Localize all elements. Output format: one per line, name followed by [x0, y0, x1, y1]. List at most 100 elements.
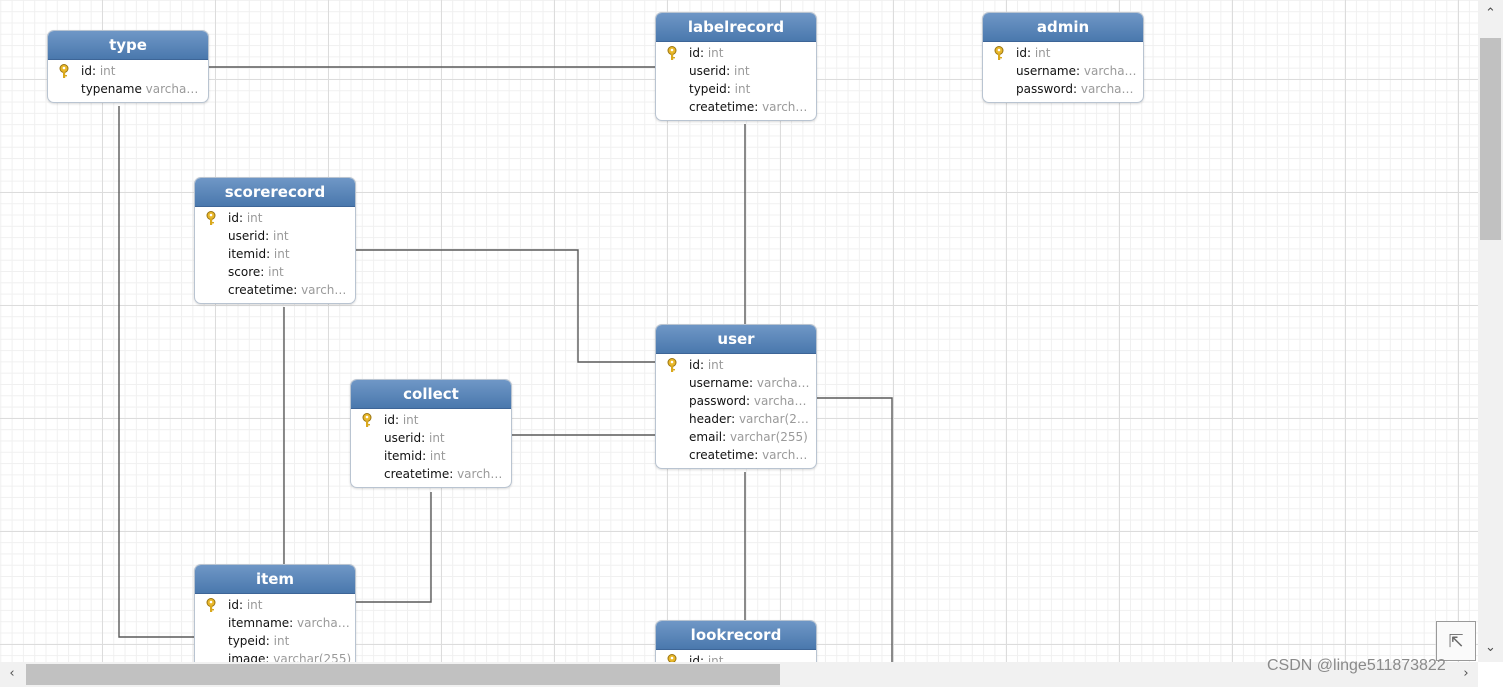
field-row[interactable]: id: int — [48, 62, 208, 80]
chevron-down-icon[interactable]: ⌄ — [1485, 640, 1496, 655]
field-type: varchar(2… — [738, 412, 809, 426]
entity-collect[interactable]: collect id: int userid: int itemid: int … — [350, 379, 512, 488]
field-row[interactable]: image: varchar(255) — [195, 650, 355, 662]
key-icon — [667, 358, 677, 372]
field-name: password — [689, 394, 746, 408]
chevron-right-icon[interactable]: › — [1463, 666, 1469, 681]
field-row[interactable]: id: int — [656, 356, 816, 374]
field-type: int — [707, 46, 724, 60]
field-name: id — [689, 46, 700, 60]
field-name: userid — [689, 64, 727, 78]
field-name: id — [1016, 46, 1027, 60]
relation-type-item — [118, 106, 195, 638]
entity-labelrecord[interactable]: labelrecord id: int userid: int typeid: … — [655, 12, 817, 121]
field-name: userid — [384, 431, 422, 445]
field-row[interactable]: userid: int — [689, 64, 750, 78]
entity-lookrecord[interactable]: lookrecord id: int — [655, 620, 817, 662]
key-icon — [667, 654, 677, 662]
field-type: varcha… — [297, 616, 350, 630]
field-type: int — [246, 598, 263, 612]
entity-title: scorerecord — [195, 178, 355, 207]
entity-type[interactable]: type id: int typename varcha… — [47, 30, 209, 103]
relation-lines — [118, 66, 893, 662]
key-icon — [59, 64, 69, 78]
relation-scorerecord-user — [354, 249, 656, 363]
vertical-scroll-thumb[interactable] — [1480, 38, 1501, 240]
field-row[interactable]: id: int — [195, 596, 355, 614]
field-type: int — [268, 265, 284, 279]
field-row[interactable]: itemid: int — [384, 449, 446, 463]
field-name: image — [228, 652, 266, 662]
key-icon — [994, 46, 1004, 60]
field-row[interactable]: password: varcha… — [689, 394, 807, 408]
field-name: createtime — [384, 467, 450, 481]
field-row[interactable]: typeid: int — [228, 634, 290, 648]
field-name: id — [689, 654, 700, 662]
field-type: int — [272, 229, 289, 243]
field-row[interactable]: id: int — [195, 209, 355, 227]
field-row[interactable]: createtime: varch… — [228, 283, 347, 297]
field-type: int — [1034, 46, 1051, 60]
field-row[interactable]: header: varchar(2… — [689, 412, 809, 426]
watermark-text: CSDN @linge511873822 — [1267, 657, 1446, 674]
field-row[interactable]: itemname: varcha… — [228, 616, 350, 630]
field-row[interactable]: username: varcha… — [689, 376, 810, 390]
chevron-left-icon[interactable]: ‹ — [9, 666, 15, 681]
relation-user-offscreen — [815, 397, 893, 662]
field-name: email — [689, 430, 723, 444]
field-row[interactable]: createtime: varch… — [384, 467, 503, 481]
field-row[interactable]: email: varchar(255) — [689, 430, 808, 444]
field-name: itemname — [228, 616, 290, 630]
entity-title: lookrecord — [656, 621, 816, 650]
field-row[interactable]: password: varcha… — [1016, 82, 1134, 96]
field-type: varcha… — [1080, 82, 1134, 96]
key-icon — [206, 211, 216, 225]
horizontal-scroll-thumb[interactable] — [26, 664, 780, 685]
field-type: int — [734, 82, 751, 96]
field-row[interactable]: typename varcha… — [48, 80, 208, 98]
field-row[interactable]: score: int — [228, 265, 284, 279]
entity-user[interactable]: user id: int username: varcha… password:… — [655, 324, 817, 469]
field-type: int — [99, 64, 116, 78]
entity-title: type — [48, 31, 208, 60]
field-row[interactable]: username: varcha… — [1016, 64, 1137, 78]
field-type: varch… — [762, 448, 808, 462]
field-row[interactable]: createtime: varch… — [689, 448, 808, 462]
field-row[interactable]: userid: int — [384, 431, 445, 445]
field-row[interactable]: createtime: varch… — [689, 100, 808, 114]
field-row[interactable]: id: int — [351, 411, 511, 429]
field-name: createtime — [228, 283, 294, 297]
field-name: createtime — [689, 100, 755, 114]
field-name: id — [228, 598, 239, 612]
field-row[interactable]: userid: int — [228, 229, 289, 243]
field-type: varchar(255) — [273, 652, 352, 662]
field-type: int — [402, 413, 419, 427]
field-row[interactable]: id: int — [983, 44, 1143, 62]
entity-item[interactable]: item id: int itemname: varcha… typeid: i… — [194, 564, 356, 662]
entity-title: user — [656, 325, 816, 354]
field-type: int — [733, 64, 750, 78]
field-name: password — [1016, 82, 1073, 96]
entity-scorerecord[interactable]: scorerecord id: int userid: int itemid: … — [194, 177, 356, 304]
field-name: typeid — [689, 82, 727, 96]
entity-title: collect — [351, 380, 511, 409]
chevron-up-icon[interactable]: ⌃ — [1485, 6, 1496, 21]
key-icon — [667, 46, 677, 60]
field-type: int — [428, 431, 445, 445]
field-type: int — [707, 654, 724, 662]
field-name: itemid — [228, 247, 267, 261]
entity-title: labelrecord — [656, 13, 816, 42]
field-type: varch… — [457, 467, 503, 481]
field-type: varcha… — [1083, 64, 1137, 78]
field-row[interactable]: typeid: int — [689, 82, 751, 96]
field-type: varch… — [762, 100, 808, 114]
field-row[interactable]: itemid: int — [228, 247, 290, 261]
field-type: varch… — [301, 283, 347, 297]
entity-admin[interactable]: admin id: int username: varcha… password… — [982, 12, 1144, 103]
field-name: createtime — [689, 448, 755, 462]
collapse-arrow-icon[interactable]: ⇱ — [1436, 621, 1476, 661]
field-row[interactable]: id: int — [656, 652, 816, 662]
diagram-canvas[interactable]: type id: int typename varcha… labelrecor… — [0, 0, 1478, 662]
field-row[interactable]: id: int — [656, 44, 816, 62]
field-type: varchar(255) — [729, 430, 808, 444]
